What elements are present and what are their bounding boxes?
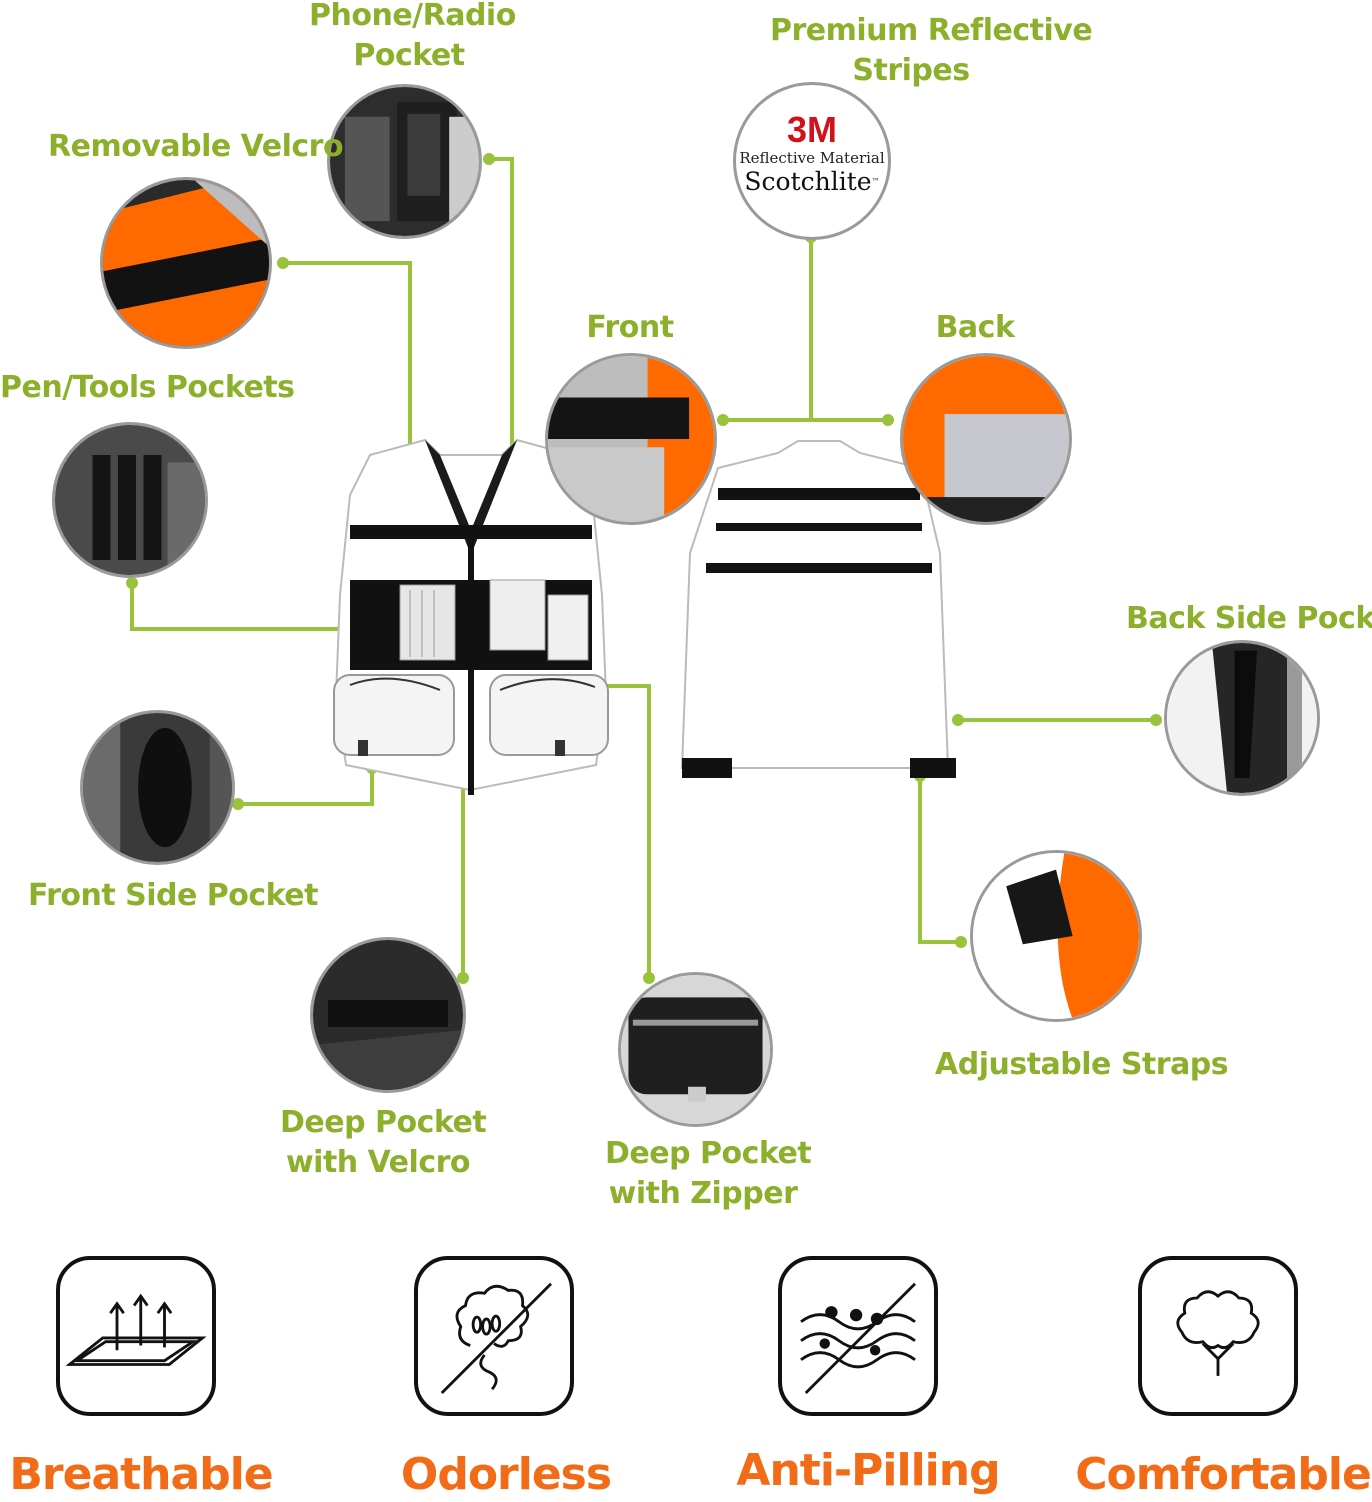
front-side-pocket-label: Front Side Pocket bbox=[28, 878, 319, 913]
odorless-icon bbox=[414, 1256, 574, 1416]
back-side-pocket-photo bbox=[1164, 640, 1320, 796]
3m-logo: 3M bbox=[786, 109, 837, 150]
breathable-icon bbox=[56, 1256, 216, 1416]
comfortable-label: Comfortable bbox=[1075, 1449, 1372, 1500]
front-side-pocket-photo bbox=[80, 710, 235, 865]
front-reflective-photo bbox=[545, 353, 717, 525]
cotton-icon bbox=[1138, 1256, 1298, 1416]
removable-velcro-label: Removable Velcro bbox=[48, 129, 344, 164]
velcro-photo bbox=[100, 177, 272, 349]
badge-line2: Scotchlite™ bbox=[744, 167, 880, 196]
vest-front-illustration bbox=[333, 438, 609, 795]
back-reflective-photo bbox=[900, 353, 1072, 525]
front-label: Front bbox=[586, 310, 674, 345]
anti-pilling-label: Anti-Pilling bbox=[736, 1445, 1000, 1496]
deep-pocket-zipper-photo bbox=[618, 972, 773, 1127]
reflective-material-badge: 3M Reflective Material Scotchlite™ bbox=[733, 82, 891, 240]
back-label: Back bbox=[935, 310, 1015, 345]
adjustable-straps-photo bbox=[970, 850, 1142, 1022]
vest-back-illustration bbox=[680, 440, 956, 778]
phone-pocket-photo bbox=[327, 84, 482, 239]
adjustable-straps-label: Adjustable Straps bbox=[935, 1047, 1229, 1082]
anti-pilling-icon bbox=[778, 1256, 938, 1416]
breathable-label: Breathable bbox=[9, 1449, 273, 1500]
back-side-pocket-label: Back Side Pocket bbox=[1126, 601, 1372, 636]
pen-pockets-photo bbox=[52, 422, 208, 578]
deep-pocket-velcro-photo bbox=[310, 937, 466, 1093]
badge-line1: Reflective Material bbox=[739, 149, 885, 167]
pen-tools-pockets-label: Pen/Tools Pockets bbox=[0, 370, 295, 405]
odorless-label: Odorless bbox=[400, 1449, 612, 1500]
